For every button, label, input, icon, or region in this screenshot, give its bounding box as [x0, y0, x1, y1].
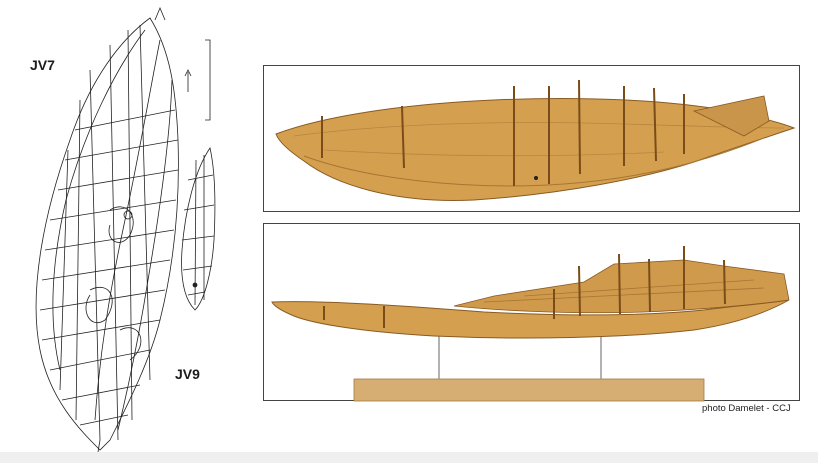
label-jv9: JV9	[175, 366, 200, 382]
bottom-strip	[0, 452, 818, 463]
wreck-plan-drawing: JV7 JV9	[0, 0, 250, 453]
wreck-drawing-svg	[35, 6, 216, 453]
label-jv7: JV7	[30, 57, 55, 73]
photo-credit: photo Damelet - CCJ	[702, 403, 791, 414]
ship-model-top-view	[275, 79, 796, 201]
photo-top-frame	[263, 65, 800, 212]
photo-bottom-frame	[263, 223, 800, 402]
ship-model-side-view	[271, 246, 790, 402]
